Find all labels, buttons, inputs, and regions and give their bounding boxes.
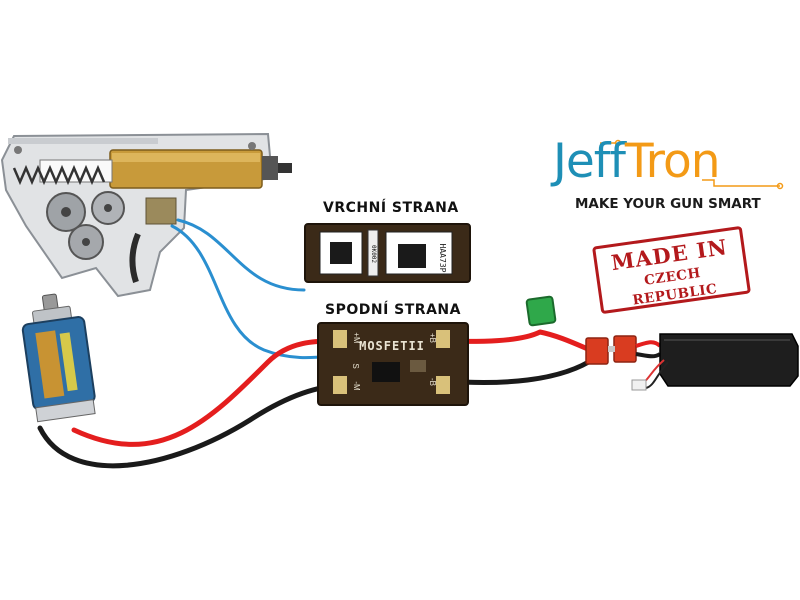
deans-connector-female bbox=[613, 335, 637, 363]
pad-label-b-minus: -B bbox=[428, 378, 437, 386]
deans-connector-male bbox=[585, 337, 609, 365]
gear-set bbox=[46, 191, 125, 260]
pad-label-m-plus: +M bbox=[352, 332, 361, 344]
mosfet-top-side: HAA73P 0K002 bbox=[304, 223, 471, 283]
nozzle bbox=[262, 156, 278, 180]
battery bbox=[631, 333, 799, 391]
connectors bbox=[525, 295, 637, 365]
board-name: MOSFETII bbox=[359, 339, 425, 353]
green-connector bbox=[525, 295, 557, 327]
logo-word-start: Jeff bbox=[553, 134, 626, 189]
logo-word: JeffTron bbox=[553, 138, 721, 185]
logo-word-end: Tron bbox=[624, 134, 721, 189]
motor-black-wire bbox=[37, 383, 343, 469]
top-side-label: VRCHNÍ STRANA bbox=[323, 200, 459, 216]
trigger bbox=[129, 232, 141, 283]
pad-label-s: S bbox=[351, 363, 360, 368]
gearbox bbox=[0, 132, 292, 298]
pad-label-m-minus: -M bbox=[352, 381, 361, 391]
mosfet-bottom-side: MOSFETII +M +B S -M -B bbox=[317, 322, 469, 406]
motor-red-wire bbox=[71, 338, 338, 447]
bottom-side-label: SPODNÍ STRANA bbox=[325, 302, 461, 318]
gearbox-switch bbox=[145, 197, 177, 225]
spring bbox=[12, 164, 106, 186]
logo-circuit bbox=[600, 139, 784, 190]
chip-mark-1: HAA73P bbox=[438, 244, 447, 273]
motor bbox=[21, 293, 96, 423]
blue-wire-1 bbox=[176, 218, 306, 292]
balance-connector bbox=[631, 379, 647, 391]
chip-mark-2: 0K002 bbox=[370, 245, 377, 263]
blue-wire-2 bbox=[170, 224, 332, 360]
wires bbox=[37, 218, 598, 469]
logo-tagline: MAKE YOUR GUN SMART bbox=[575, 196, 761, 212]
jefftron-logo: JeffTron MAKE YOUR GUN SMART bbox=[553, 138, 783, 218]
pad-label-b-plus: +B bbox=[428, 333, 437, 343]
